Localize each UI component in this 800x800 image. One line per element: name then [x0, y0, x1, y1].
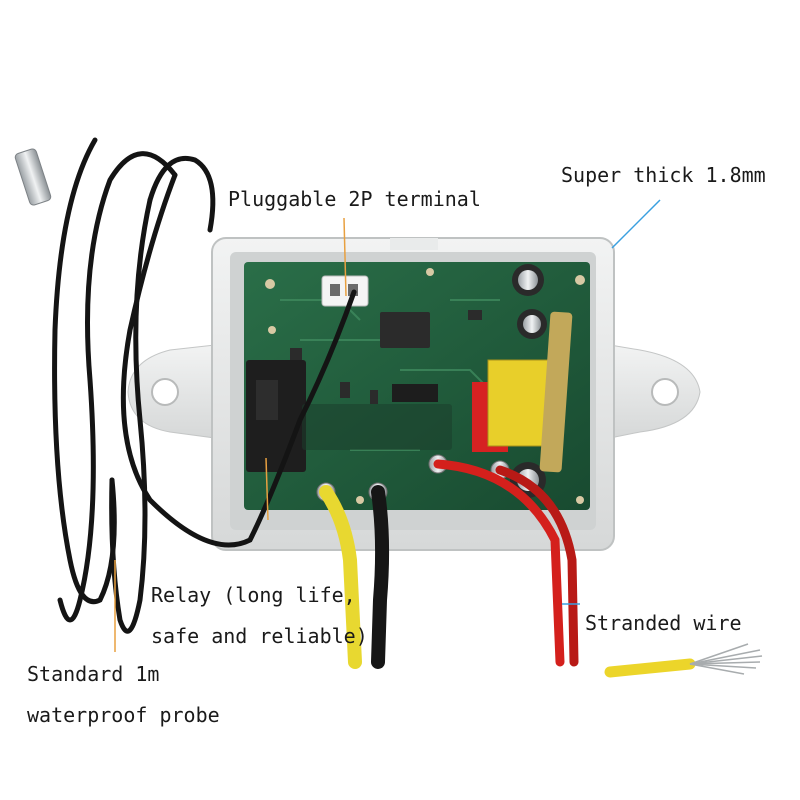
probe-tip	[14, 148, 52, 206]
label-probe-line2: waterproof probe	[27, 703, 220, 727]
label-wire: Stranded wire	[585, 611, 742, 635]
label-thickness: Super thick 1.8mm	[561, 163, 766, 187]
black-wire	[371, 485, 390, 669]
label-relay-line2: safe and reliable)	[151, 624, 368, 648]
label-terminal: Pluggable 2P terminal	[228, 187, 481, 211]
probe-cable	[52, 137, 357, 634]
label-probe-line1: Standard 1m	[27, 662, 160, 686]
mounting-ear-right	[609, 344, 701, 439]
stranded-wire-sample	[604, 643, 763, 678]
label-relay-line1: Relay (long life,	[151, 583, 356, 607]
transformer	[472, 311, 573, 473]
mounting-ear-left	[127, 344, 216, 439]
red-wire	[433, 459, 579, 667]
yellow-wire	[319, 485, 362, 669]
leader-lines	[114, 199, 661, 652]
